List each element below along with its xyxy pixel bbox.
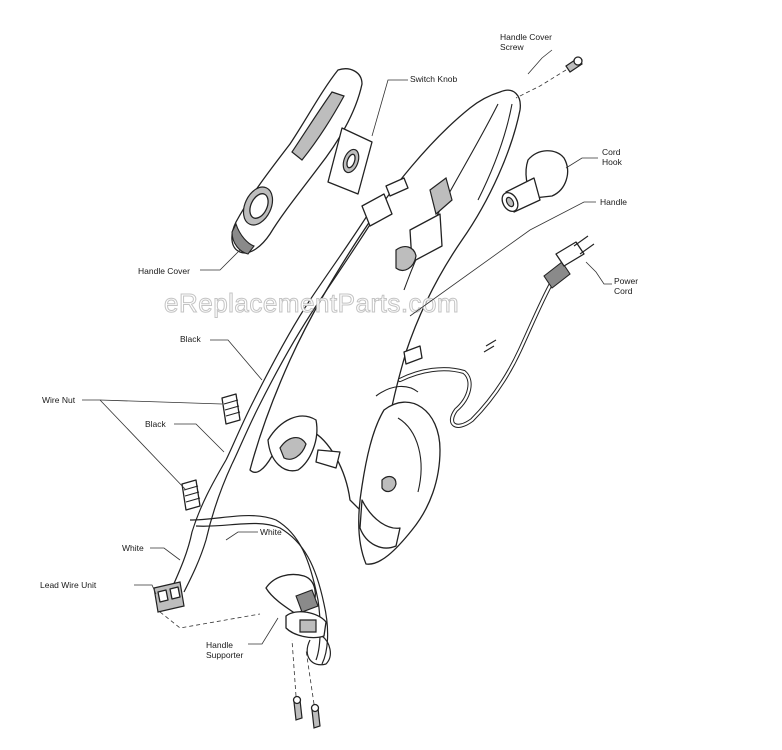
label-handle: Handle <box>600 197 627 207</box>
label-white-left: White <box>122 543 144 553</box>
handle-supporter-part[interactable] <box>265 573 327 639</box>
label-switch-knob: Switch Knob <box>410 74 458 84</box>
lead-wire-guide-line <box>159 611 261 629</box>
label-white-right: White <box>260 527 282 537</box>
label-cord-hook-line2: Hook <box>602 157 623 167</box>
wire-nut-upper-part[interactable] <box>221 393 241 425</box>
label-handle-supporter-line2: Supporter <box>206 650 243 660</box>
wire-nut-lower-part[interactable] <box>181 479 201 511</box>
handle-cover-screw-part[interactable] <box>515 56 583 99</box>
label-black-upper: Black <box>180 334 202 344</box>
label-cord-hook: Cord <box>602 147 621 157</box>
screw-guide-lines <box>291 639 315 705</box>
label-handle-cover: Handle Cover <box>138 266 190 276</box>
label-handle-cover-screw-line2: Screw <box>500 42 524 52</box>
label-wire-nut: Wire Nut <box>42 395 76 405</box>
supporter-screw-left-part[interactable] <box>292 695 303 721</box>
leader-lines <box>82 49 612 645</box>
supporter-screw-right-part[interactable] <box>310 703 321 729</box>
lead-wire-unit-part[interactable] <box>153 581 185 613</box>
label-power-cord-line2: Cord <box>614 286 633 296</box>
label-power-cord: Power <box>614 276 638 286</box>
label-handle-supporter: Handle <box>206 640 233 650</box>
watermark-text: eReplacementParts.com <box>164 288 459 318</box>
label-black-lower: Black <box>145 419 167 429</box>
switch-terminal-part[interactable] <box>361 177 409 227</box>
switch-knob-part[interactable] <box>327 127 373 195</box>
label-handle-cover-screw: Handle Cover <box>500 32 552 42</box>
handle-housing-part[interactable] <box>358 385 441 565</box>
handle-cover-part[interactable] <box>231 68 363 255</box>
power-cord-part[interactable] <box>397 235 595 428</box>
handle-part[interactable] <box>249 89 521 521</box>
cord-hook-part[interactable] <box>499 150 569 214</box>
label-lead-wire-unit: Lead Wire Unit <box>40 580 97 590</box>
